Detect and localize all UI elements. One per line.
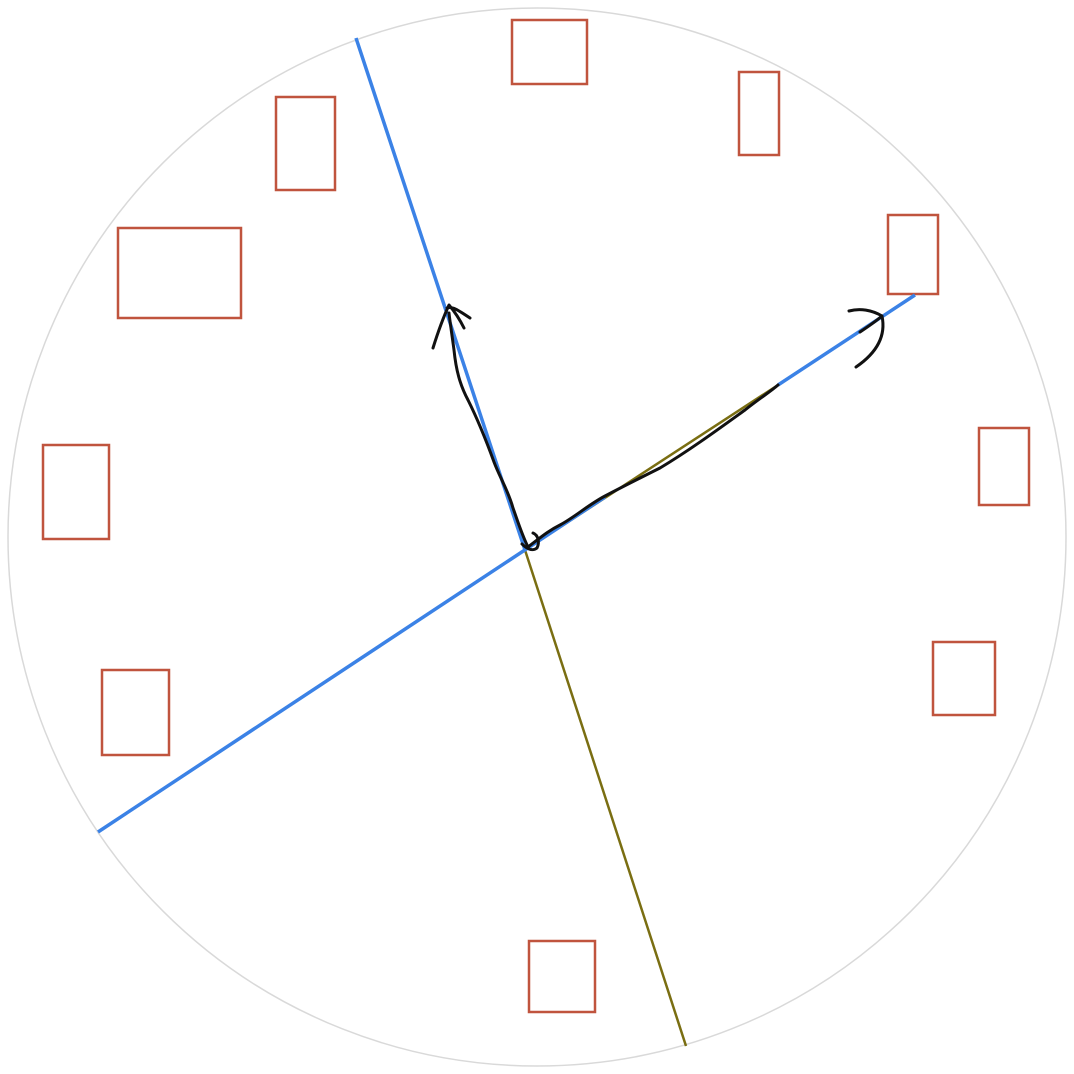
box-12: [510, 18, 589, 86]
label-boxes: [41, 18, 1031, 1014]
box-1: [737, 70, 781, 157]
box-3: [977, 426, 1031, 507]
blue-diagonal-line-tip: [777, 293, 916, 387]
sketch-arrow-up: [431, 303, 472, 350]
box-11: [274, 95, 337, 192]
sketch-center-mark: [520, 531, 540, 552]
box-6: [527, 939, 597, 1014]
olive-line-lower: [523, 549, 688, 1047]
box-9: [41, 443, 111, 541]
box-8: [100, 668, 171, 757]
sketch-strokes: [431, 303, 885, 552]
sketch-arrow-right: [847, 308, 885, 369]
sketch-hand-up: [447, 311, 530, 549]
box-2: [886, 213, 940, 296]
sketch-hand-right: [526, 383, 780, 549]
blue-diagonal-line: [97, 495, 606, 834]
box-4: [931, 640, 997, 717]
blue-upper-line: [354, 37, 527, 551]
box-10: [116, 226, 243, 320]
